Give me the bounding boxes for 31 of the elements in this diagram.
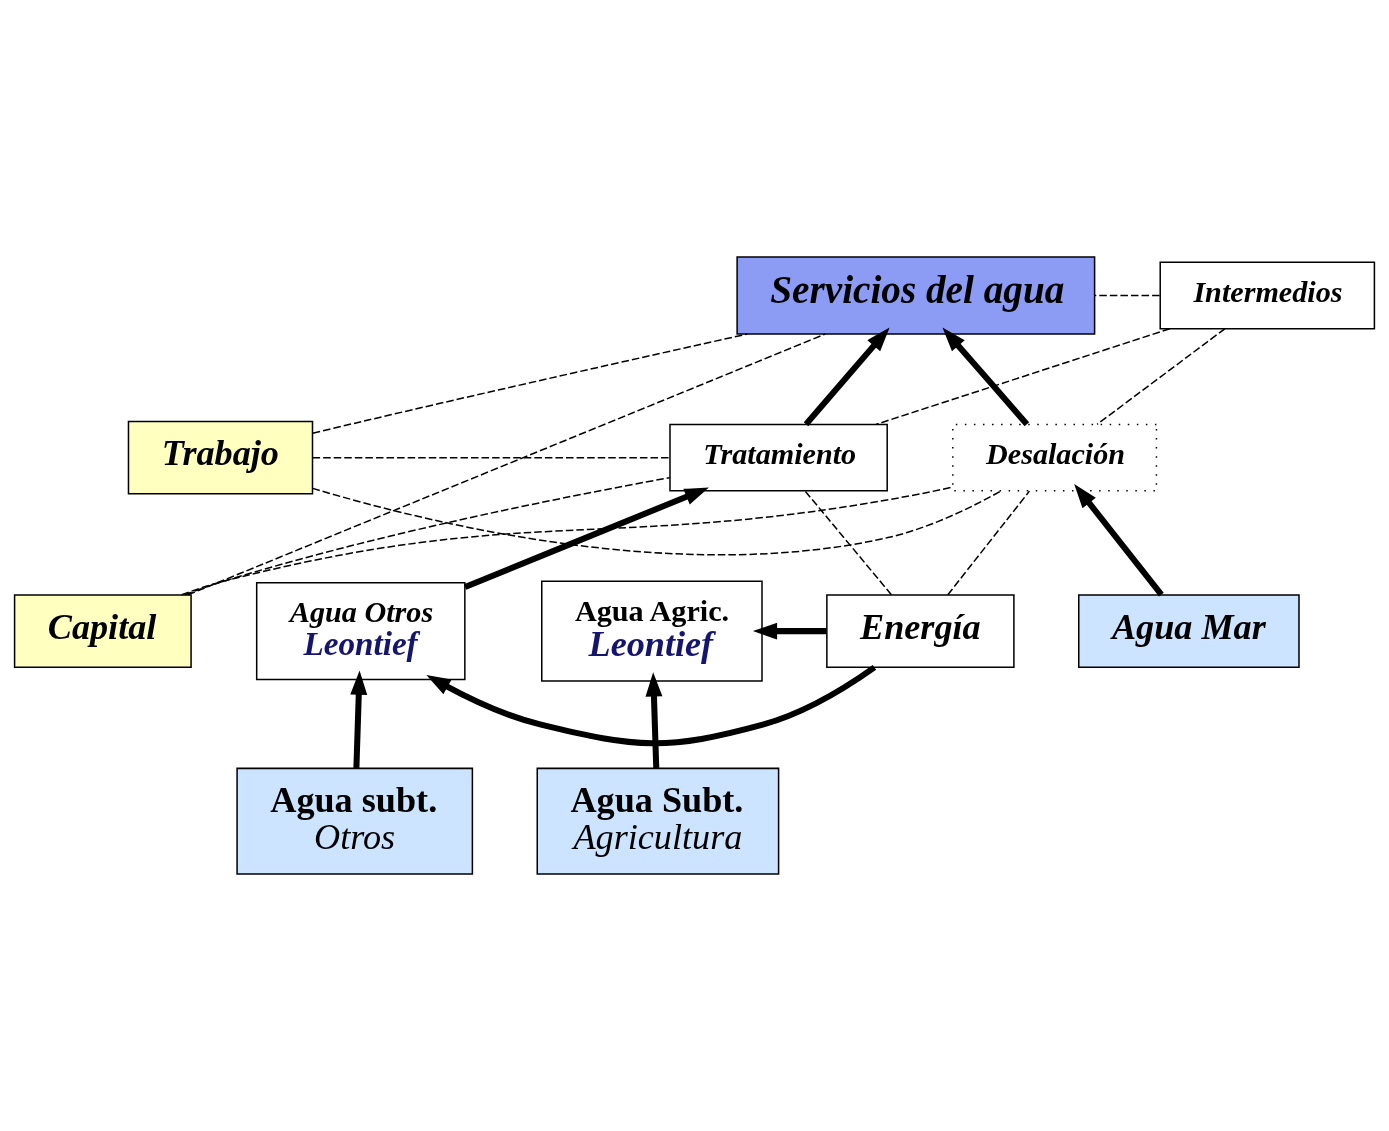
arrow — [463, 487, 709, 590]
node-box: Agua Subt. Agricultura — [536, 767, 780, 875]
connector — [1096, 328, 1226, 426]
connector — [1094, 294, 1161, 297]
arrow — [1074, 483, 1164, 597]
node-box: Agua Agric. Leontief — [541, 580, 763, 682]
connector — [312, 487, 1002, 556]
node-box: Agua Otros Leontief — [255, 582, 466, 681]
node-box: Servicios del agua — [736, 256, 1096, 335]
node-box: Energía — [826, 594, 1015, 669]
node-box: Desalación — [952, 423, 1158, 492]
node-box: Intermedios — [1159, 261, 1376, 330]
node-box: Agua subt. Otros — [236, 767, 474, 875]
arrow — [942, 327, 1030, 427]
connector — [311, 333, 749, 435]
connector — [187, 333, 826, 596]
node-box: Tratamiento — [669, 423, 888, 492]
arrow — [426, 664, 877, 747]
node-box: Trabajo — [127, 420, 314, 495]
arrow — [803, 327, 890, 427]
connector — [804, 490, 893, 596]
node-box: Agua Mar — [1078, 594, 1300, 669]
connector — [947, 490, 1031, 596]
arrow — [752, 622, 827, 640]
node-box: Capital — [13, 594, 192, 669]
connector — [183, 476, 671, 596]
arrow — [645, 672, 663, 769]
arrow — [350, 670, 368, 769]
connector — [311, 456, 671, 459]
connector — [875, 328, 1171, 426]
connector — [180, 486, 954, 596]
